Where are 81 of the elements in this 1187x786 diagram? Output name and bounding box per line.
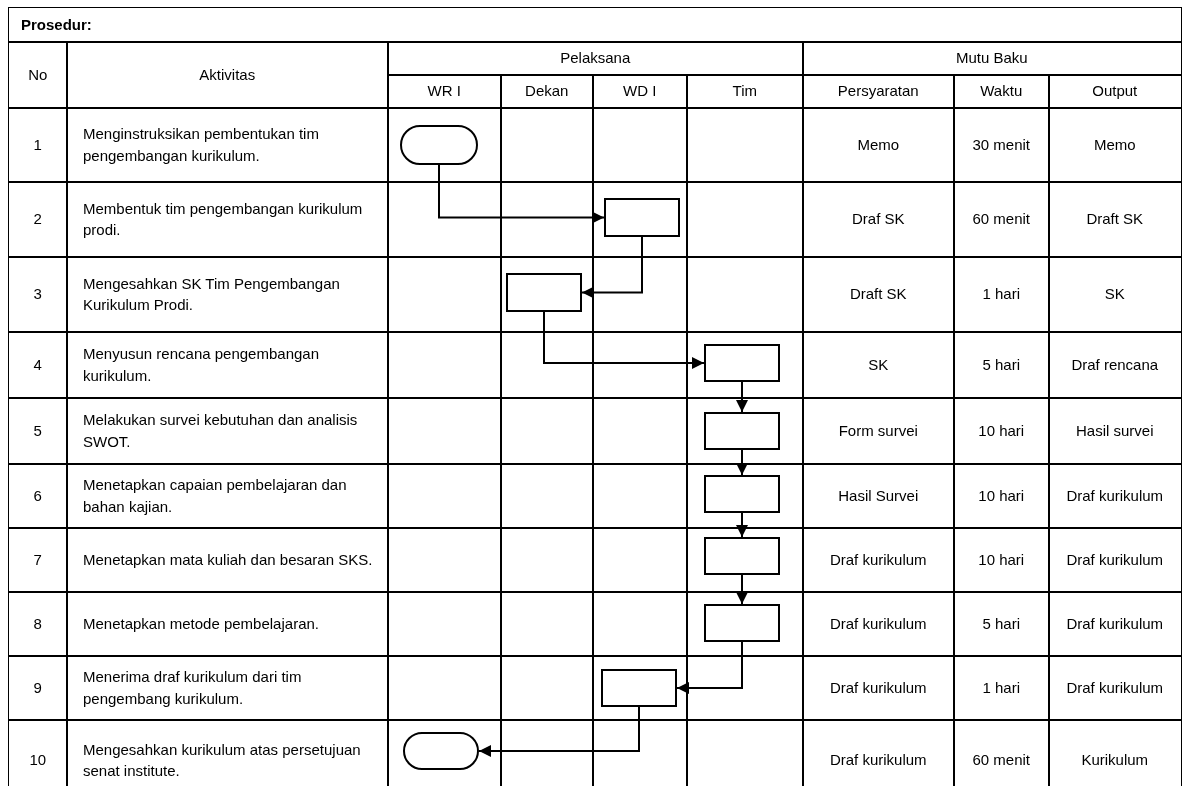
- activity-text: Membentuk tim pengembangan kurikulum prodi.: [66, 181, 389, 258]
- row-number: 1: [8, 107, 68, 183]
- column-header: Output: [1048, 74, 1182, 109]
- row-number: 6: [8, 463, 68, 529]
- process-box: [704, 475, 780, 513]
- standard-value: Draft SK: [802, 256, 955, 333]
- arrow: [736, 381, 748, 413]
- standard-value: Memo: [802, 107, 955, 183]
- standard-value: SK: [1048, 256, 1182, 333]
- standard-value: 10 hari: [953, 397, 1050, 465]
- arrow: [478, 706, 640, 757]
- column-header: Waktu: [953, 74, 1050, 109]
- activity-text: Menetapkan capaian pembelajaran dan bahan kajian.: [66, 463, 389, 529]
- arrow: [438, 164, 605, 224]
- activity-text: Menginstruksikan pembentukan tim pengembangan kurikulum.: [66, 107, 389, 183]
- row-number: 5: [8, 397, 68, 465]
- standard-value: Draf kurikulum: [802, 591, 955, 657]
- standard-value: SK: [802, 331, 955, 399]
- row-number: 4: [8, 331, 68, 399]
- standard-value: Kurikulum: [1048, 719, 1182, 786]
- arrow: [736, 449, 748, 476]
- column-header: Aktivitas: [66, 41, 389, 109]
- standard-value: Draf kurikulum: [1048, 655, 1182, 721]
- activity-text: Menerima draf kurikulum dari tim pengembang kurikulum.: [66, 655, 389, 721]
- standard-value: Hasil Survei: [802, 463, 955, 529]
- standard-value: 10 hari: [953, 527, 1050, 593]
- arrow: [676, 641, 743, 694]
- process-box: [604, 198, 680, 237]
- standard-value: 30 menit: [953, 107, 1050, 183]
- activity-text: Menetapkan metode pembelajaran.: [66, 591, 389, 657]
- standard-value: 60 menit: [953, 181, 1050, 258]
- row-number: 7: [8, 527, 68, 593]
- standard-value: Draf kurikulum: [802, 719, 955, 786]
- standard-value: Draft SK: [1048, 181, 1182, 258]
- standard-value: Draf kurikulum: [1048, 463, 1182, 529]
- terminator-shape: [400, 125, 478, 165]
- row-number: 10: [8, 719, 68, 786]
- standard-value: Memo: [1048, 107, 1182, 183]
- standard-value: 1 hari: [953, 655, 1050, 721]
- standard-value: 5 hari: [953, 331, 1050, 399]
- activity-text: Menyusun rencana pengembangan kurikulum.: [66, 331, 389, 399]
- process-box: [704, 412, 780, 450]
- row-number: 3: [8, 256, 68, 333]
- arrow: [543, 311, 705, 369]
- arrow: [581, 236, 643, 299]
- process-box: [601, 669, 677, 707]
- standard-value: Draf kurikulum: [802, 527, 955, 593]
- section-heading: Prosedur:: [8, 7, 1182, 43]
- column-header: Dekan: [500, 74, 594, 109]
- standard-value: Draf kurikulum: [802, 655, 955, 721]
- column-header: Tim: [686, 74, 804, 109]
- column-header: Pelaksana: [387, 41, 804, 76]
- standard-value: Draf kurikulum: [1048, 591, 1182, 657]
- process-box: [506, 273, 582, 312]
- process-box: [704, 604, 780, 642]
- arrow: [736, 574, 748, 605]
- standard-value: Hasil survei: [1048, 397, 1182, 465]
- column-header: Mutu Baku: [802, 41, 1182, 76]
- standard-value: Form survei: [802, 397, 955, 465]
- standard-value: Draf SK: [802, 181, 955, 258]
- arrow: [736, 512, 748, 538]
- row-number: 2: [8, 181, 68, 258]
- column-header: Persyaratan: [802, 74, 955, 109]
- standard-value: 1 hari: [953, 256, 1050, 333]
- process-box: [704, 344, 780, 382]
- terminator-shape: [403, 732, 479, 770]
- standard-value: 60 menit: [953, 719, 1050, 786]
- activity-text: Mengesahkan kurikulum atas persetujuan senat institute.: [66, 719, 389, 786]
- process-box: [704, 537, 780, 575]
- standard-value: Draf rencana: [1048, 331, 1182, 399]
- standard-value: Draf kurikulum: [1048, 527, 1182, 593]
- standard-value: 10 hari: [953, 463, 1050, 529]
- row-number: 9: [8, 655, 68, 721]
- activity-text: Melakukan survei kebutuhan dan analisis SWOT.: [66, 397, 389, 465]
- activity-text: Mengesahkan SK Tim Pengembangan Kurikulum Prodi.: [66, 256, 389, 333]
- standard-value: 5 hari: [953, 591, 1050, 657]
- column-header: WR I: [387, 74, 502, 109]
- activity-text: Menetapkan mata kuliah dan besaran SKS.: [66, 527, 389, 593]
- column-header: No: [8, 41, 68, 109]
- row-number: 8: [8, 591, 68, 657]
- column-header: WD I: [592, 74, 688, 109]
